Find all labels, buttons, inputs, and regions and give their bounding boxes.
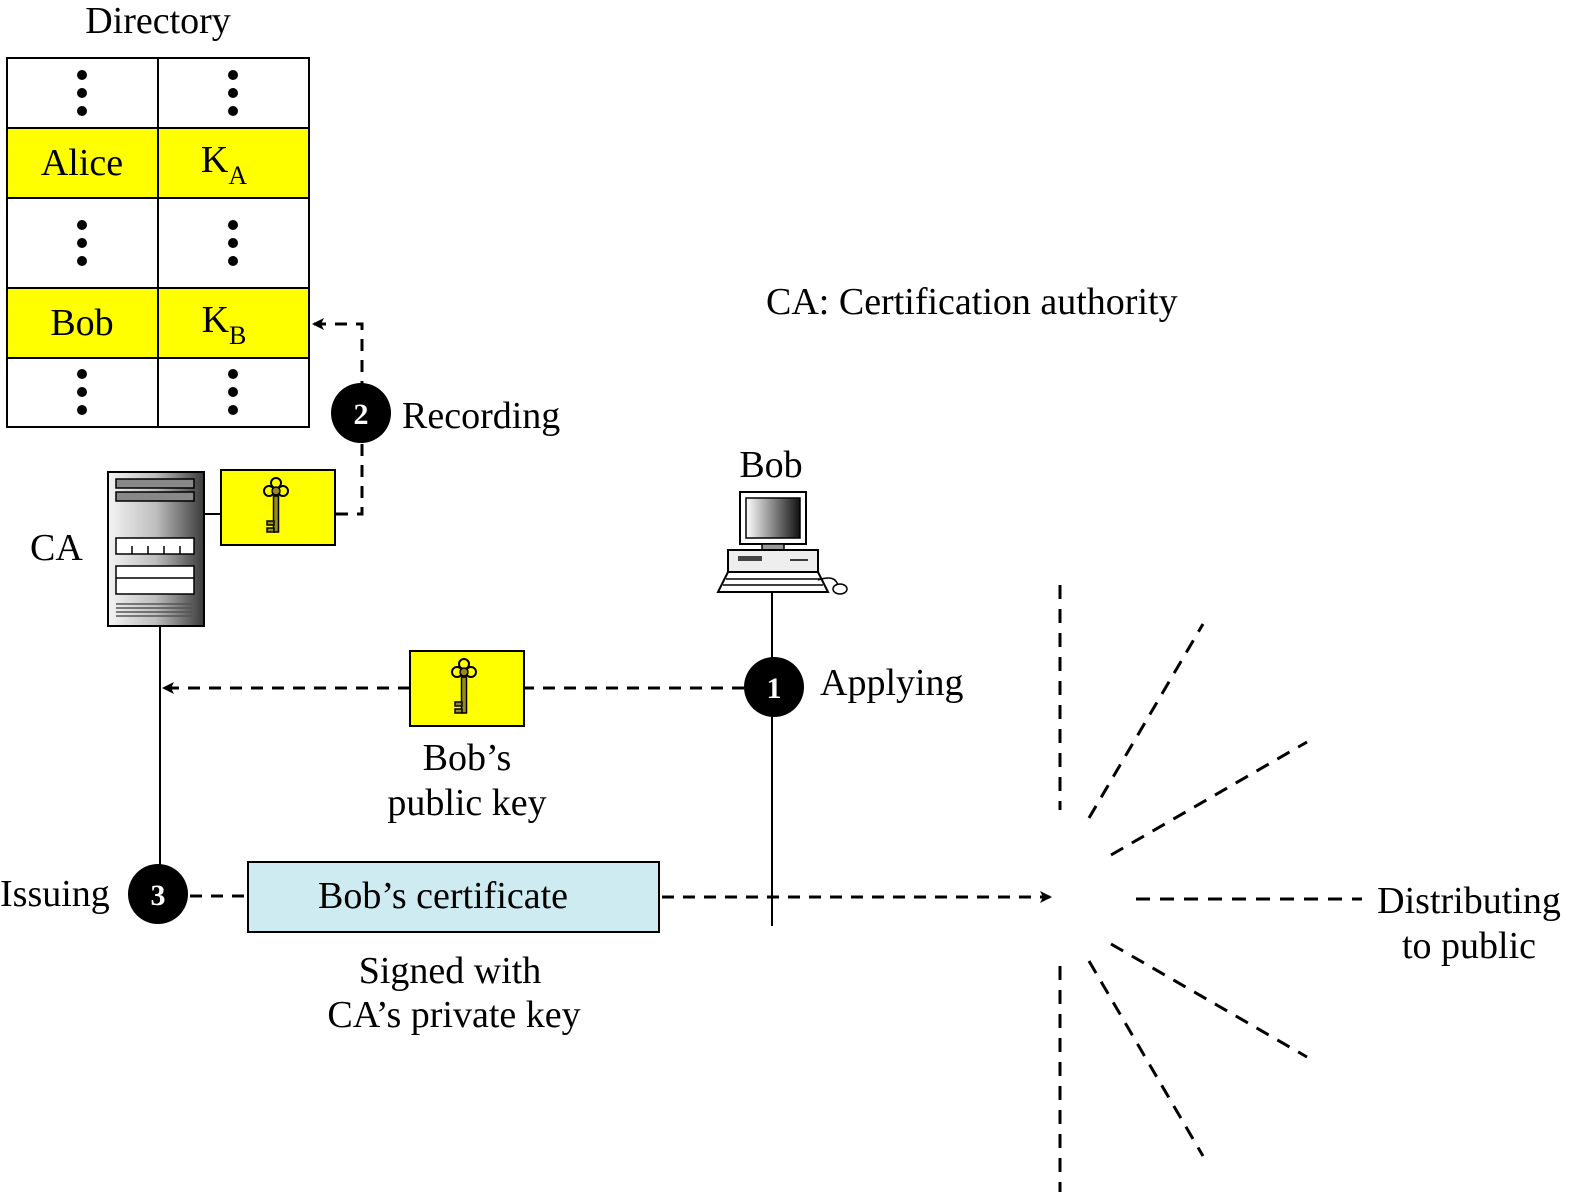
ellipsis-row-3 (77, 369, 238, 415)
computer-icon (716, 491, 848, 595)
directory-title: Directory (85, 0, 231, 42)
directory-name-bob: Bob (50, 302, 113, 344)
bob-label: Bob (739, 444, 802, 486)
distribution-label-line-2: to public (1402, 925, 1536, 967)
step-3-label: Issuing (0, 873, 110, 915)
recording-arrow (312, 318, 364, 516)
svg-text:1: 1 (767, 672, 782, 705)
directory-key-alice: KA (201, 139, 247, 190)
public-key-box (409, 650, 525, 727)
certificate-box: Bob’s certificate (247, 861, 660, 933)
step-2-badge: 2 (331, 383, 391, 443)
step-3-badge: 3 (128, 864, 188, 924)
certificate-label: Bob’s certificate (318, 875, 568, 917)
ca-label: CA (30, 527, 83, 569)
step-2-label: Recording (402, 395, 560, 437)
ca-key-box (220, 469, 336, 546)
directory-name-alice: Alice (41, 142, 123, 184)
directory-key-bob: KB (202, 299, 247, 350)
certificate-caption-line-1: Signed with (359, 950, 542, 992)
public-key-caption-line-1: Bob’s (423, 737, 512, 779)
svg-text:3: 3 (151, 879, 166, 912)
step-1-badge: 1 (744, 657, 804, 717)
directory-table: Alice KA Bob KB (6, 57, 310, 428)
distribution-rays (1058, 585, 1362, 1192)
svg-text:2: 2 (354, 398, 369, 431)
certificate-caption-line-2: CA’s private key (327, 994, 580, 1036)
ca-server-icon (107, 471, 205, 627)
step-1-label: Applying (820, 662, 964, 704)
ellipsis-row-1 (77, 70, 238, 116)
distribution-label-line-1: Distributing (1377, 880, 1561, 922)
public-key-caption-line-2: public key (387, 782, 546, 824)
legend-text: CA: Certification authority (766, 281, 1178, 323)
ellipsis-row-2 (77, 220, 238, 266)
